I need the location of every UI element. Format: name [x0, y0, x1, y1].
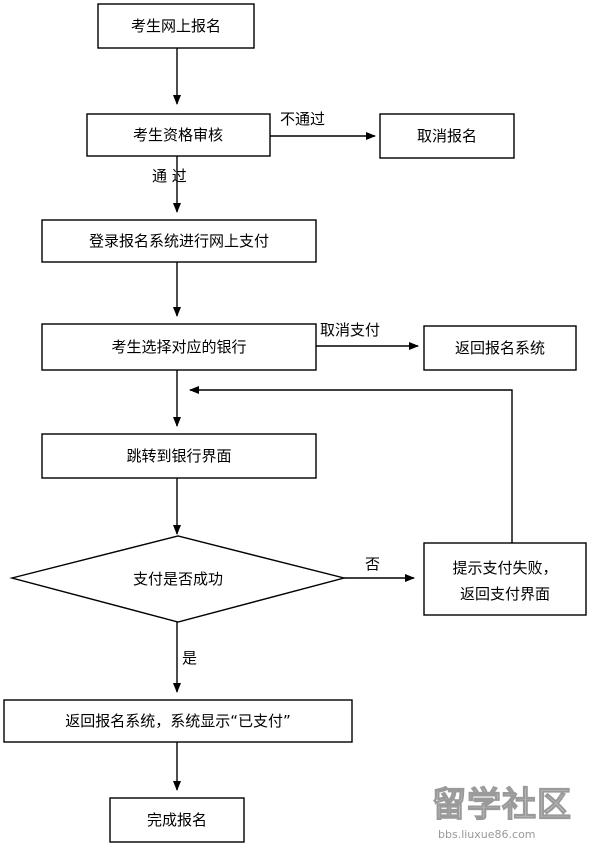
node-login-pay: 登录报名系统进行网上支付: [41, 219, 317, 263]
node-payment-failed-label-line1: 提示支付失败，: [452, 559, 557, 577]
node-payment-failed: 提示支付失败， 返回支付界面: [423, 542, 587, 616]
node-cancel-registration: 取消报名: [379, 113, 515, 159]
watermark-brand: 留学社区: [432, 785, 572, 825]
node-jump-bank-label: 跳转到银行界面: [126, 447, 231, 465]
node-login-pay-label: 登录报名系统进行网上支付: [89, 232, 269, 250]
edge-label-cancel-payment: 取消支付: [320, 321, 380, 339]
node-complete-label: 完成报名: [147, 811, 207, 829]
node-cancel-registration-label: 取消报名: [417, 127, 477, 145]
node-register-online-label: 考生网上报名: [131, 17, 221, 35]
edge-failed-loop-back: [189, 386, 513, 543]
node-payment-success-decision: 支付是否成功: [9, 535, 347, 623]
edge-label-passed: 通 过: [152, 167, 187, 185]
node-payment-success-decision-label: 支付是否成功: [133, 570, 223, 588]
node-qualification-review: 考生资格审核: [86, 113, 271, 157]
node-payment-failed-label-line2: 返回支付界面: [460, 585, 550, 603]
node-register-online: 考生网上报名: [97, 3, 255, 49]
node-qualification-review-label: 考生资格审核: [133, 126, 223, 144]
node-choose-bank-label: 考生选择对应的银行: [111, 338, 246, 356]
node-return-paid-label: 返回报名系统，系统显示“已支付”: [65, 712, 291, 730]
watermark-url: bbs.liuxue86.com: [438, 828, 536, 841]
watermark: 留学社区 bbs.liuxue86.com: [431, 784, 572, 841]
node-complete: 完成报名: [109, 797, 245, 843]
edge-label-not-passed: 不通过: [280, 110, 325, 128]
node-choose-bank: 考生选择对应的银行: [41, 323, 317, 371]
node-jump-bank: 跳转到银行界面: [41, 433, 317, 479]
node-return-paid: 返回报名系统，系统显示“已支付”: [3, 699, 353, 743]
edge-label-no: 否: [365, 555, 380, 573]
edge-label-yes: 是: [182, 649, 197, 667]
node-return-system-label: 返回报名系统: [455, 339, 545, 357]
node-return-system: 返回报名系统: [423, 325, 577, 371]
